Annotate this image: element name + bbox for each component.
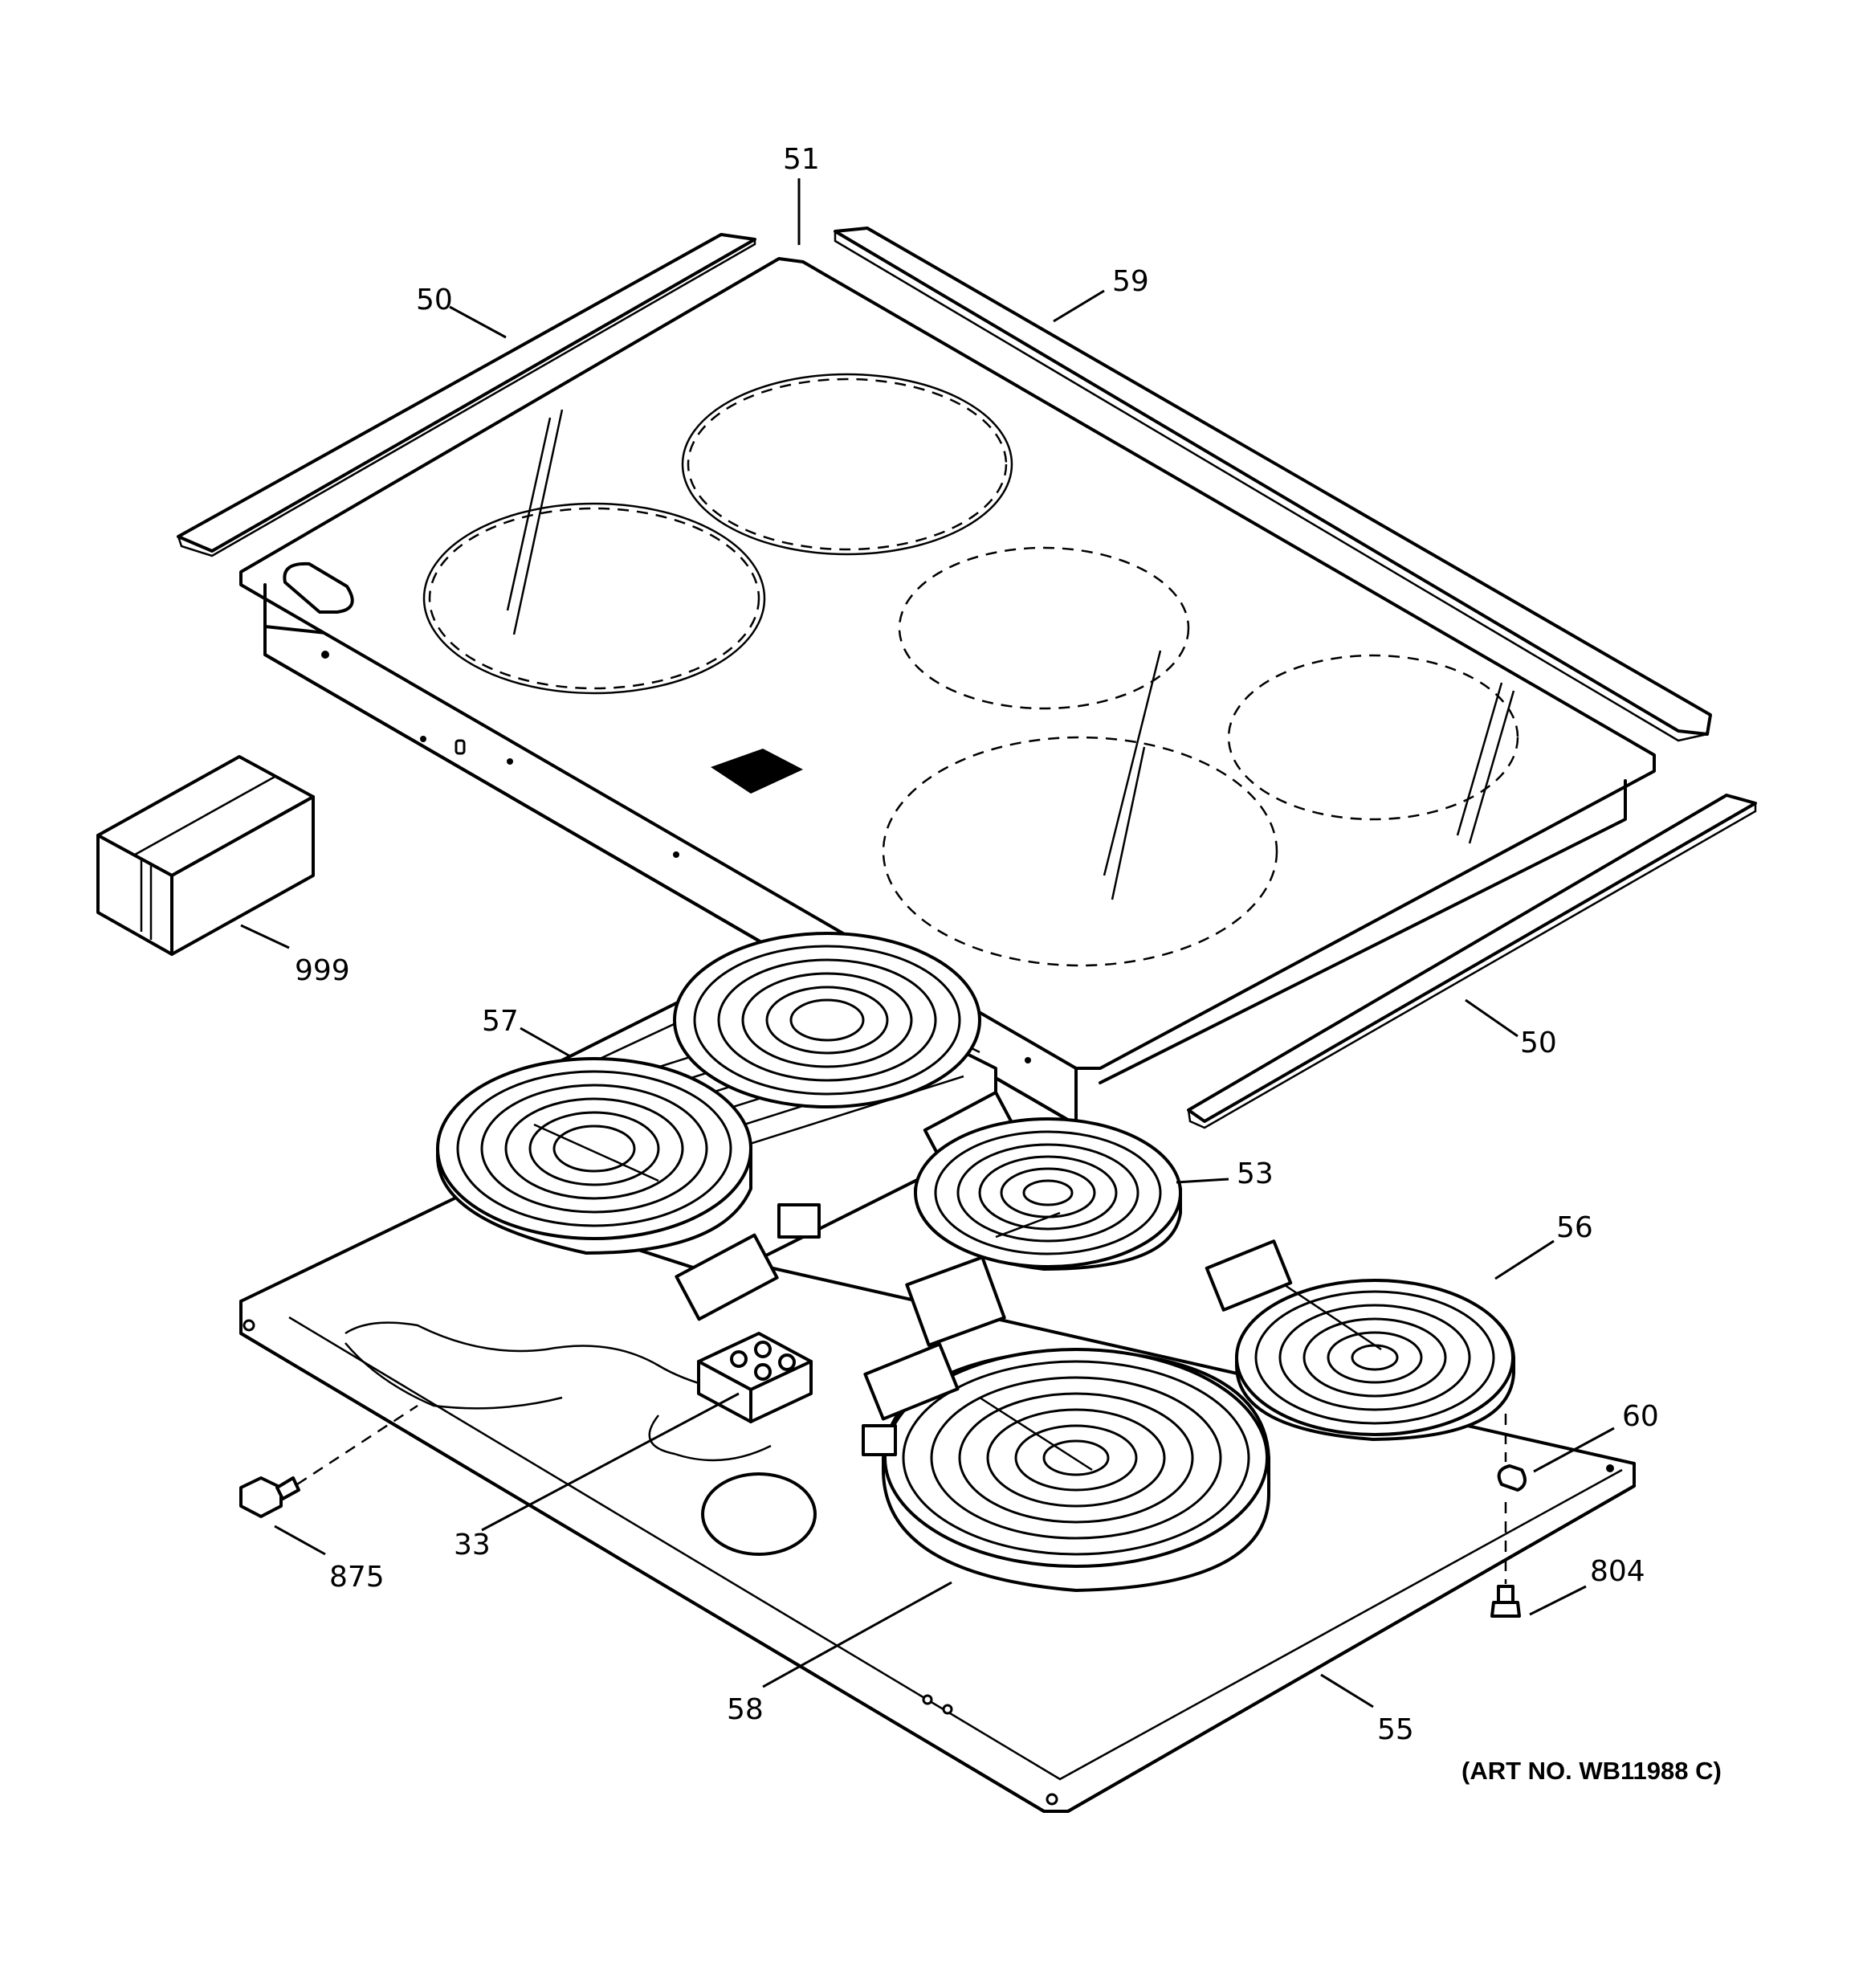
- callout-999: 999: [295, 954, 350, 987]
- callout-59: 59: [1112, 265, 1149, 298]
- callout-50-top: 50: [416, 284, 453, 316]
- trim-strip-bottom-right: [1187, 794, 1757, 1129]
- parts-carton: [96, 755, 315, 956]
- callout-58: 58: [727, 1693, 764, 1726]
- callout-56: 56: [1556, 1211, 1593, 1244]
- cooking-zone-front-left: [422, 502, 766, 695]
- radiant-element-center: [905, 1117, 1182, 1347]
- cooking-zone-front-right: [882, 736, 1278, 967]
- hot-surface-label: [711, 749, 803, 794]
- trim-strip-top-left: [177, 233, 756, 557]
- radiant-element-front-large: [862, 1342, 1270, 1592]
- gasket-ring: [701, 1472, 817, 1556]
- callout-60: 60: [1622, 1400, 1659, 1433]
- trim-strip-top-right: [834, 227, 1712, 742]
- callout-51: 51: [783, 143, 820, 176]
- callout-labels: 51 50 59 999 57 50 53 56 60 33 875 804 5…: [295, 143, 1659, 1746]
- leader-lines: [240, 178, 1615, 1708]
- callout-57: 57: [482, 1005, 519, 1038]
- callout-875: 875: [329, 1561, 385, 1594]
- cooking-zone-center: [898, 546, 1190, 710]
- callout-53: 53: [1237, 1157, 1274, 1190]
- radiant-element-right: [1205, 1239, 1515, 1441]
- callout-55: 55: [1377, 1713, 1414, 1746]
- callout-804: 804: [1590, 1555, 1645, 1588]
- glass-cooktop: [239, 257, 1656, 1126]
- terminal-block: [697, 1332, 813, 1423]
- wire-harness: [344, 1321, 772, 1399]
- clip-60: [1497, 1414, 1527, 1492]
- callout-33: 33: [454, 1529, 491, 1561]
- brand-logo-badge: [283, 561, 354, 614]
- dual-radiant-element-assembly: [436, 932, 1021, 1321]
- screw-804: [1490, 1502, 1521, 1618]
- cooking-zone-rear-right: [1227, 654, 1519, 821]
- art-number: (ART NO. WB11988 C): [1461, 1757, 1722, 1785]
- screw-875: [239, 1404, 418, 1518]
- cooking-zone-rear-left: [681, 373, 1013, 556]
- callout-50-bottom: 50: [1520, 1027, 1557, 1059]
